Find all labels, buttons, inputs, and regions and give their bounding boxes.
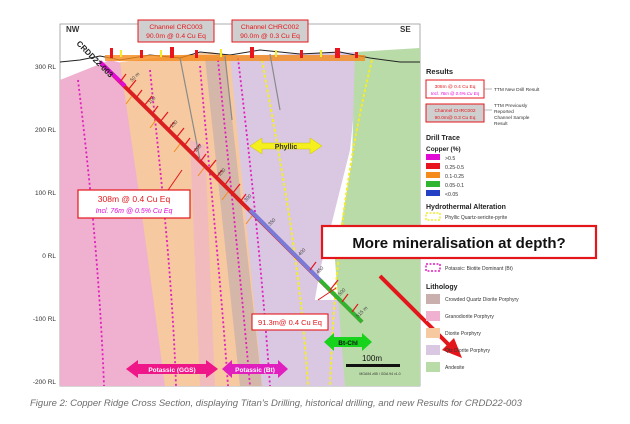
lithology-label: Qtz Diorite Porphyry — [445, 348, 491, 354]
channel-callout-crc003: Channel CRC003 90.0m @ 0.4 Cu Eq — [137, 19, 215, 43]
channel-name: Channel CRC003 — [149, 24, 202, 31]
hole-depth-tick: 200 — [193, 143, 203, 153]
hole-depth-tick: 450 — [315, 265, 325, 275]
copper-class-label: 0.25-0.5 — [445, 165, 464, 171]
direction-nw: NW — [66, 25, 80, 34]
legend-new-box-line2: Incl. 76m @ 0.5% Cu Eq — [431, 91, 480, 96]
hole-depth-tick: 400 — [297, 247, 307, 257]
legend-new-box-line1: 308m @ 0.4 Cu Eq — [435, 84, 476, 90]
question-text: More mineralisation at depth? — [352, 235, 565, 252]
lithology-swatch — [426, 294, 440, 304]
lithology-swatch — [426, 345, 440, 355]
depth-axis: 300 RL 200 RL 100 RL 0 RL -100 RL -200 R… — [33, 64, 57, 386]
depth-label: 100 RL — [35, 190, 56, 197]
channel-result: 90.0m @ 0.4 Cu Eq — [146, 33, 206, 40]
copper-swatch — [426, 172, 440, 178]
scale-bar-label: 100m — [362, 354, 382, 363]
qtz-diorite-body — [230, 52, 360, 386]
legend-results-title: Results — [426, 67, 453, 76]
lithology-swatch — [426, 328, 440, 338]
copper-class-label: 0.1-0.25 — [445, 174, 464, 180]
footnote: MGA94 z55 / GDA 94 v1.0 — [359, 372, 400, 376]
legend-prev-box-line2: 90.0m@ 0.3 Cu Eq — [435, 115, 476, 121]
potassic-ggs-arrow: Potassic (GGS) — [126, 360, 218, 378]
copper-swatch — [426, 181, 440, 187]
hole-depth-tick: 300 — [243, 193, 253, 203]
hole-depth-tick: 100 — [147, 95, 157, 105]
depth-label: 200 RL — [35, 127, 56, 134]
surface-yellow-ticks — [120, 49, 322, 57]
lithology-label: Andesite — [445, 365, 465, 371]
legend-prev-label-1: TTM Previously — [494, 103, 528, 109]
copper-class-label: 0.05-0.1 — [445, 183, 464, 189]
legend-lithology-title: Lithology — [426, 284, 458, 291]
depth-label: 0 RL — [42, 253, 56, 260]
depth-label: -100 RL — [33, 316, 57, 323]
channel-name: Channel CHRC002 — [241, 24, 299, 31]
copper-swatch — [426, 190, 440, 196]
legend-prev-label-2: Reported — [494, 109, 514, 115]
copper-class-label: <0.05 — [445, 192, 458, 198]
legend-copper-title: Copper (%) — [426, 146, 461, 153]
hole-depth-tick: 500 — [337, 287, 347, 297]
lithology-swatch — [426, 311, 440, 321]
potassic-ggs-label: Potassic (GGS) — [148, 367, 195, 374]
legend-new-label: TTM New Drill Result — [494, 87, 540, 93]
alteration-swatch — [425, 263, 441, 272]
figure-caption: Figure 2: Copper Ridge Cross Section, di… — [30, 398, 522, 409]
legend-prev-box-line1: Channel CHRC002 — [434, 108, 475, 114]
phyllic-zone-arrow: Phyllic — [249, 137, 323, 155]
potassic-boundaries — [77, 57, 271, 387]
granodiorite-mid-strip — [190, 140, 215, 386]
assay-histogram-orange — [125, 95, 253, 225]
lithology-label: Crowded Quartz Diorite Porphyry — [445, 297, 519, 303]
lower-result-text: 91.3m@ 0.4 Cu Eq — [258, 318, 322, 327]
phyllic-label: Phyllic — [275, 144, 298, 151]
legend-drill-trace-title: Drill Trace — [426, 135, 460, 142]
depth-label: -200 RL — [33, 379, 57, 386]
legend-prev-label-4: Result — [494, 121, 508, 127]
channel-callout-chrc002: Channel CHRC002 90.0m @ 0.3 Cu Eq — [231, 19, 309, 43]
surface-channel-bar — [105, 55, 365, 61]
potassic-bt-arrow: Potassic (Bt) — [222, 360, 288, 378]
alteration-swatch — [425, 212, 441, 221]
lithology-label: Granodiorite Porphyry — [445, 314, 494, 320]
bt-chl-label: Bt-Chl — [338, 340, 358, 347]
main-result-line1: 308m @ 0.4 Cu Eq — [98, 194, 171, 204]
channel-result: 90.0m @ 0.3 Cu Eq — [240, 33, 300, 40]
copper-swatch — [426, 163, 440, 169]
assay-histogram — [119, 73, 359, 313]
legend: Results 308m @ 0.4 Cu Eq Incl. 76m @ 0.5… — [425, 67, 540, 372]
andesite-body — [335, 48, 420, 386]
lower-result-callout: 91.3m@ 0.4 Cu Eq — [251, 287, 337, 331]
question-callout: More mineralisation at depth? — [320, 224, 598, 260]
surface-assay-ticks — [110, 47, 358, 58]
depth-label: 300 RL — [35, 64, 56, 71]
direction-se: SE — [400, 25, 411, 34]
alteration-label: Phyllic Quartz-sericite-pyrite — [445, 215, 507, 221]
hole-depth-tick: 350 — [267, 217, 277, 227]
potassic-bt-label: Potassic (Bt) — [235, 367, 275, 374]
copper-class-label: >0.5 — [445, 156, 455, 162]
drill-trace-top — [98, 60, 127, 88]
legend-alteration-title: Hydrothermal Alteration — [426, 204, 506, 211]
hole-depth-tick: 150 — [169, 119, 179, 129]
copper-swatch — [426, 154, 440, 160]
main-result-line2: Incl. 76m @ 0.5% Cu Eq — [96, 208, 173, 215]
bt-chl-arrow: Bt-Chl — [324, 333, 372, 351]
alteration-label: Potassic: Biotite Dominant (Bt) — [445, 266, 513, 272]
drill-trace-green — [318, 278, 364, 324]
drill-trace-low-grade — [248, 208, 322, 282]
crowded-qdp-dyke — [205, 56, 262, 386]
historical-drill-holes — [179, 53, 281, 161]
phyllic-boundary — [261, 59, 373, 387]
main-result-callout: 308m @ 0.4 Cu Eq Incl. 76m @ 0.5% Cu Eq — [77, 169, 191, 219]
lithology-swatch — [426, 362, 440, 372]
hole-depth-tick: 250 — [217, 167, 227, 177]
legend-prev-label-3: Channel Sample — [494, 115, 530, 121]
scale-bar: 100m MGA94 z55 / GDA 94 v1.0 — [346, 354, 401, 376]
lithology-label: Diorite Porphyry — [445, 331, 481, 337]
